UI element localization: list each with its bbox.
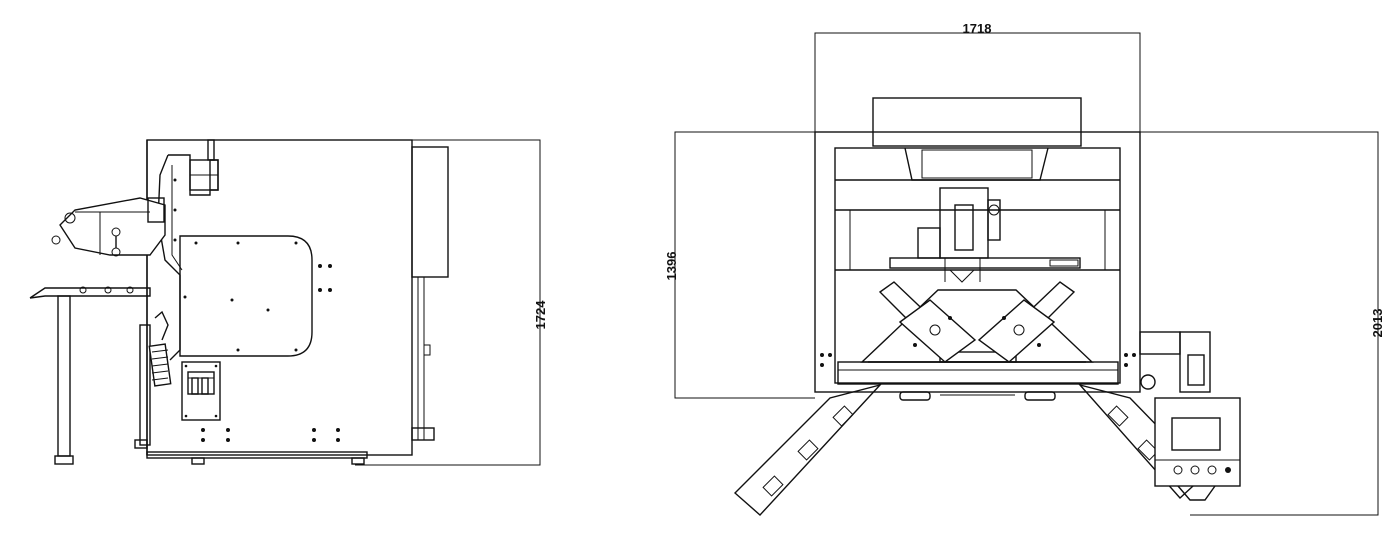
top-width-dimension-line bbox=[814, 32, 1141, 132]
top-view: 1718 1396 2013 bbox=[664, 21, 1385, 516]
side-panel bbox=[179, 235, 313, 357]
side-view: 1724 bbox=[29, 139, 548, 466]
top-width-dimension-label: 1718 bbox=[963, 21, 992, 36]
side-height-dimension-label: 1724 bbox=[533, 300, 548, 330]
top-right-dimension-label: 2013 bbox=[1370, 309, 1385, 338]
top-left-dimension-label: 1396 bbox=[664, 252, 679, 281]
electrical-box bbox=[181, 361, 221, 421]
control-arm bbox=[1139, 331, 1181, 355]
side-height-dimension-line bbox=[355, 139, 541, 466]
side-table bbox=[29, 287, 151, 299]
tool-head bbox=[939, 187, 989, 259]
frame-inner bbox=[834, 147, 1121, 384]
feeding-head bbox=[59, 197, 166, 256]
top-left-dimension-line bbox=[674, 131, 815, 399]
left-conveyor bbox=[733, 383, 883, 516]
control-screen bbox=[1171, 417, 1221, 451]
rear-cabinet bbox=[411, 146, 449, 278]
frame-outer bbox=[814, 131, 1141, 393]
top-right-dimension-line bbox=[1140, 131, 1379, 516]
front-bar bbox=[837, 361, 1119, 385]
rear-hood bbox=[872, 97, 1082, 147]
machine-body bbox=[146, 139, 413, 456]
